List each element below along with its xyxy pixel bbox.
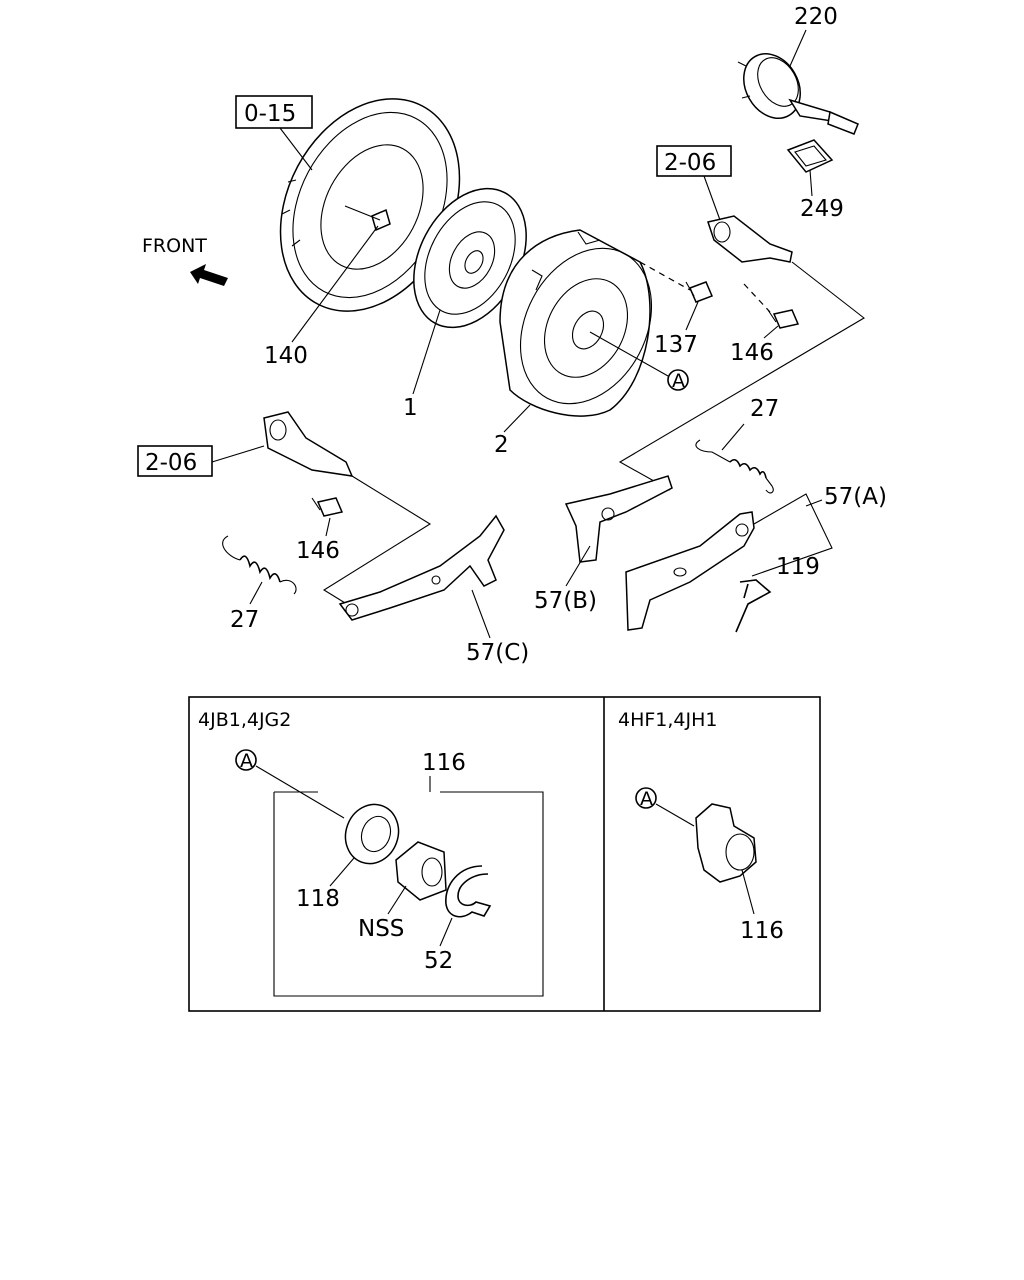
part-2-label[interactable]: 2 bbox=[494, 432, 509, 458]
inset-right-title: 4HF1,4JH1 bbox=[618, 709, 718, 731]
ref-2-06-top-label: 2-06 bbox=[664, 150, 716, 176]
bolt-146-left bbox=[311, 497, 344, 517]
fork-57a bbox=[625, 511, 755, 631]
front-arrow-icon bbox=[190, 264, 228, 286]
callout-a-inset-left[interactable]: A bbox=[235, 749, 257, 772]
nss-label[interactable]: NSS bbox=[358, 916, 404, 942]
inset-engine-variants bbox=[188, 696, 821, 1012]
part-27-left-label[interactable]: 27 bbox=[230, 607, 259, 633]
part-116-right-label[interactable]: 116 bbox=[740, 918, 784, 944]
callout-a-inset-right[interactable]: A bbox=[635, 787, 657, 810]
part-57a-label[interactable]: 57(A) bbox=[824, 484, 887, 510]
ref-box-2-06-top[interactable]: 2-06 bbox=[656, 145, 732, 177]
return-spring-left bbox=[222, 535, 297, 595]
gasket-249 bbox=[786, 139, 834, 173]
clip-119 bbox=[735, 579, 772, 633]
clip-52 bbox=[445, 865, 492, 918]
inset-left-title: 4JB1,4JG2 bbox=[198, 709, 291, 731]
part-1-label[interactable]: 1 bbox=[403, 395, 418, 421]
part-146-right-label[interactable]: 146 bbox=[730, 340, 774, 366]
bolt-146-right bbox=[767, 309, 800, 329]
callout-a-inset-right-label: A bbox=[640, 788, 653, 810]
ref-0-15-label: 0-15 bbox=[244, 101, 296, 127]
bearing-118 bbox=[344, 803, 400, 865]
bearing-116-right bbox=[695, 803, 757, 883]
front-label: FRONT bbox=[142, 235, 207, 257]
callout-a-inset-left-label: A bbox=[240, 750, 253, 772]
part-119-label[interactable]: 119 bbox=[776, 554, 820, 580]
callout-a-main-label: A bbox=[672, 370, 685, 392]
part-116-left-label[interactable]: 116 bbox=[422, 750, 466, 776]
return-spring-right bbox=[695, 439, 774, 494]
part-52-label[interactable]: 52 bbox=[424, 948, 453, 974]
part-249-label[interactable]: 249 bbox=[800, 196, 844, 222]
part-140-label[interactable]: 140 bbox=[264, 343, 308, 369]
slave-cylinder-right bbox=[707, 215, 793, 263]
ref-2-06-left-label: 2-06 bbox=[145, 450, 197, 476]
part-27-right-label[interactable]: 27 bbox=[750, 396, 779, 422]
booster-220 bbox=[737, 53, 859, 135]
fork-57c bbox=[338, 514, 505, 621]
ref-box-2-06-left[interactable]: 2-06 bbox=[137, 445, 213, 477]
ref-box-0-15[interactable]: 0-15 bbox=[235, 95, 313, 129]
bearing-hub-nss bbox=[395, 841, 447, 901]
part-57b-label[interactable]: 57(B) bbox=[534, 588, 597, 614]
part-57c-label[interactable]: 57(C) bbox=[466, 640, 529, 666]
pressure-plate bbox=[499, 229, 653, 417]
fork-57b bbox=[564, 475, 673, 563]
part-220-label[interactable]: 220 bbox=[794, 4, 838, 30]
part-137-label[interactable]: 137 bbox=[654, 332, 698, 358]
bolt-137 bbox=[685, 281, 713, 303]
slave-cylinder-left bbox=[263, 411, 354, 477]
part-146-left-label[interactable]: 146 bbox=[296, 538, 340, 564]
callout-a-main[interactable]: A bbox=[667, 369, 689, 392]
part-118-label[interactable]: 118 bbox=[296, 886, 340, 912]
